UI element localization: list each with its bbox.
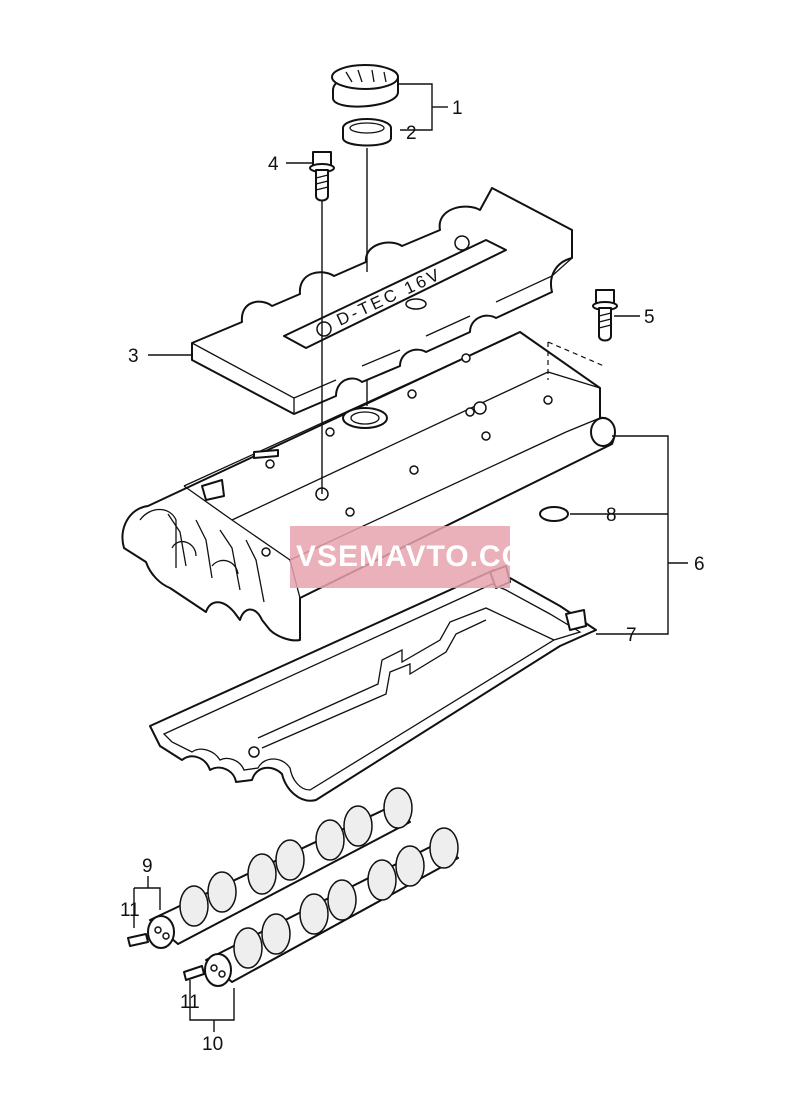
small-seal — [539, 506, 569, 522]
callout-11-upper: 11 — [120, 900, 140, 921]
callout-6: 6 — [694, 554, 705, 575]
camshaft-upper — [127, 787, 413, 949]
camshaft-lower — [183, 827, 459, 987]
callout-5: 5 — [644, 307, 655, 328]
callout-labels: 1 2 4 3 5 8 6 7 9 11 11 10 — [120, 98, 705, 1055]
assembly-guide-lines — [321, 148, 605, 494]
callout-7: 7 — [626, 625, 637, 646]
oil-filler-cap — [331, 64, 399, 108]
callout-2: 2 — [406, 123, 417, 144]
watermark: VSEMAVTO.COM — [290, 526, 552, 588]
housing-bolt — [592, 289, 618, 342]
watermark-text: VSEMAVTO.COM — [296, 540, 552, 573]
cover-bolt — [309, 151, 335, 202]
callout-1: 1 — [452, 98, 463, 119]
callout-10: 10 — [202, 1034, 223, 1055]
cylinder-head-cover — [121, 331, 616, 642]
leader-lines — [133, 83, 688, 1032]
callout-3: 3 — [128, 346, 139, 367]
callout-8: 8 — [606, 505, 617, 526]
callout-4: 4 — [268, 154, 279, 175]
cover-gasket — [149, 565, 597, 802]
cap-seal-ring — [342, 118, 392, 147]
engine-top-cover: D-TEC 16V — [191, 187, 573, 415]
callout-9: 9 — [142, 856, 153, 877]
callout-11-lower: 11 — [180, 992, 200, 1013]
